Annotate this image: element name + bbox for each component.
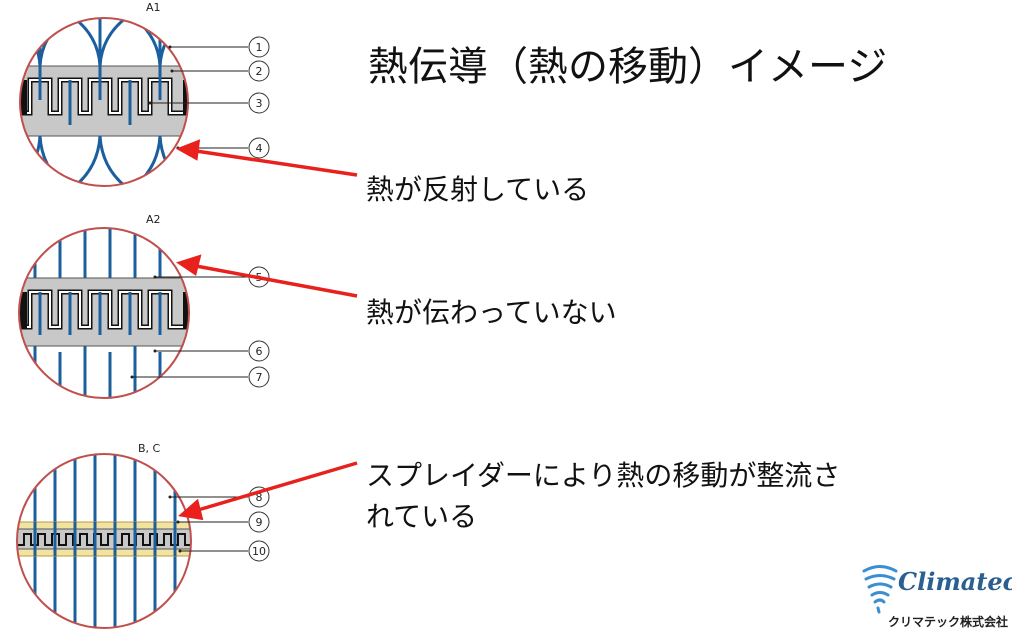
panel-bc-label: B, C	[138, 442, 161, 455]
callout-4: 4	[256, 142, 263, 155]
callout-2: 2	[256, 65, 263, 78]
page-title: 熱伝導（熱の移動）イメージ	[368, 44, 887, 90]
arrow-reflect-head	[175, 139, 201, 161]
caption-rectified-line2: れている	[366, 500, 477, 533]
arrow-blocked	[195, 264, 358, 298]
tornado-icon	[862, 565, 898, 614]
caption-blocked: 熱が伝わっていない	[366, 296, 617, 329]
callout-3: 3	[256, 97, 263, 110]
panel-bc: B, C	[16, 442, 270, 629]
caption-reflect: 熱が反射している	[366, 173, 589, 206]
callout-7: 7	[256, 371, 263, 384]
climatec-logo: Climatec クリマテック株式会社	[862, 565, 1012, 629]
panel-a1-label: A1	[146, 1, 161, 14]
callout-8: 8	[256, 491, 263, 504]
red-arrows	[175, 139, 358, 521]
callout-1: 1	[256, 41, 263, 54]
callout-6: 6	[256, 345, 263, 358]
panel-a1: A1	[19, 1, 270, 187]
arrow-rectified	[197, 461, 358, 512]
callout-10: 10	[252, 545, 266, 558]
arrow-reflect	[195, 149, 358, 177]
panel-a2-label: A2	[146, 213, 161, 226]
callout-9: 9	[256, 516, 263, 529]
arrow-blocked-head	[175, 254, 202, 276]
panel-a2: A2	[18, 213, 270, 399]
brand-name: Climatec	[898, 567, 1012, 596]
company-name: クリマテック株式会社	[888, 614, 1008, 629]
arrow-rectified-head	[178, 498, 204, 521]
caption-rectified-line1: スプレイダーにより熱の移動が整流さ	[366, 459, 840, 492]
